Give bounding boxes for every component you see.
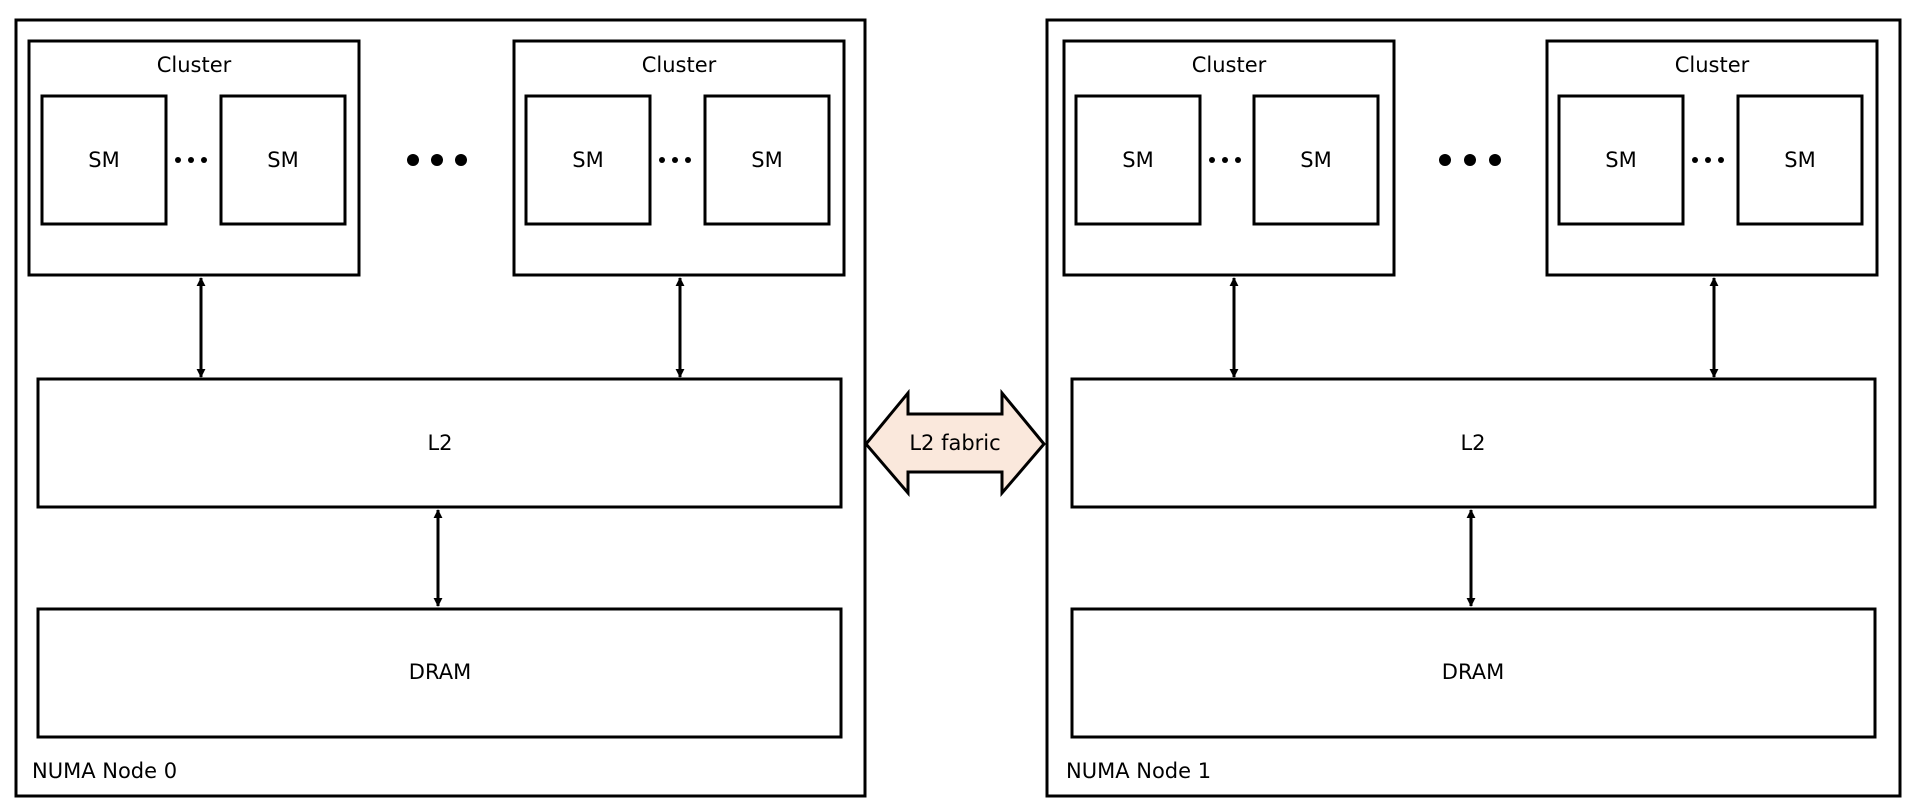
cluster-frame	[27, 39, 361, 277]
l2-fabric-shape	[864, 388, 1046, 498]
cluster-title: Cluster	[157, 53, 232, 77]
cluster-title: Cluster	[1192, 53, 1267, 77]
sm-box	[703, 94, 831, 226]
dram-box	[36, 607, 843, 739]
l2-fabric-label: L2 fabric	[909, 431, 1000, 455]
sm-label: SM	[751, 148, 782, 172]
cluster-box: Cluster SM SM	[512, 39, 846, 277]
l2-label: L2	[1460, 431, 1485, 455]
dram-label: DRAM	[1442, 660, 1504, 684]
cluster-box: Cluster SM SM	[27, 39, 361, 277]
sm-box	[524, 94, 652, 226]
sm-box	[219, 94, 347, 226]
l2-label: L2	[427, 431, 452, 455]
numa-node-label: NUMA Node 0	[32, 759, 177, 783]
cluster-title: Cluster	[1675, 53, 1750, 77]
ellipsis-icon	[659, 157, 691, 163]
l2-box	[36, 377, 843, 509]
sm-box	[1074, 94, 1202, 226]
sm-box	[1252, 94, 1380, 226]
numa-node-label: NUMA Node 1	[1066, 759, 1211, 783]
cluster-box: Cluster SM SM	[1545, 39, 1879, 277]
ellipsis-icon	[1439, 154, 1501, 166]
ellipsis-icon	[175, 157, 207, 163]
cluster-frame	[512, 39, 846, 277]
cluster-title: Cluster	[642, 53, 717, 77]
sm-label: SM	[88, 148, 119, 172]
dram-label: DRAM	[409, 660, 471, 684]
l2-box	[1070, 377, 1877, 509]
sm-label: SM	[572, 148, 603, 172]
sm-label: SM	[1122, 148, 1153, 172]
sm-box	[1557, 94, 1685, 226]
l2-fabric-arrow: L2 fabric	[864, 388, 1046, 498]
ellipsis-icon	[1692, 157, 1724, 163]
numa-node-1: Cluster SM SM Cluster SM	[1045, 18, 1902, 798]
sm-label: SM	[267, 148, 298, 172]
numa-node-0: Cluster SM SM Cluster SM	[14, 18, 867, 798]
sm-label: SM	[1605, 148, 1636, 172]
sm-label: SM	[1784, 148, 1815, 172]
dram-box	[1070, 607, 1877, 739]
ellipsis-icon	[407, 154, 467, 166]
numa-node-frame	[14, 18, 867, 798]
sm-box	[40, 94, 168, 226]
cluster-frame	[1062, 39, 1396, 277]
cluster-box: Cluster SM SM	[1062, 39, 1396, 277]
sm-box	[1736, 94, 1864, 226]
sm-label: SM	[1300, 148, 1331, 172]
numa-node-frame	[1045, 18, 1902, 798]
ellipsis-icon	[1209, 157, 1241, 163]
cluster-frame	[1545, 39, 1879, 277]
